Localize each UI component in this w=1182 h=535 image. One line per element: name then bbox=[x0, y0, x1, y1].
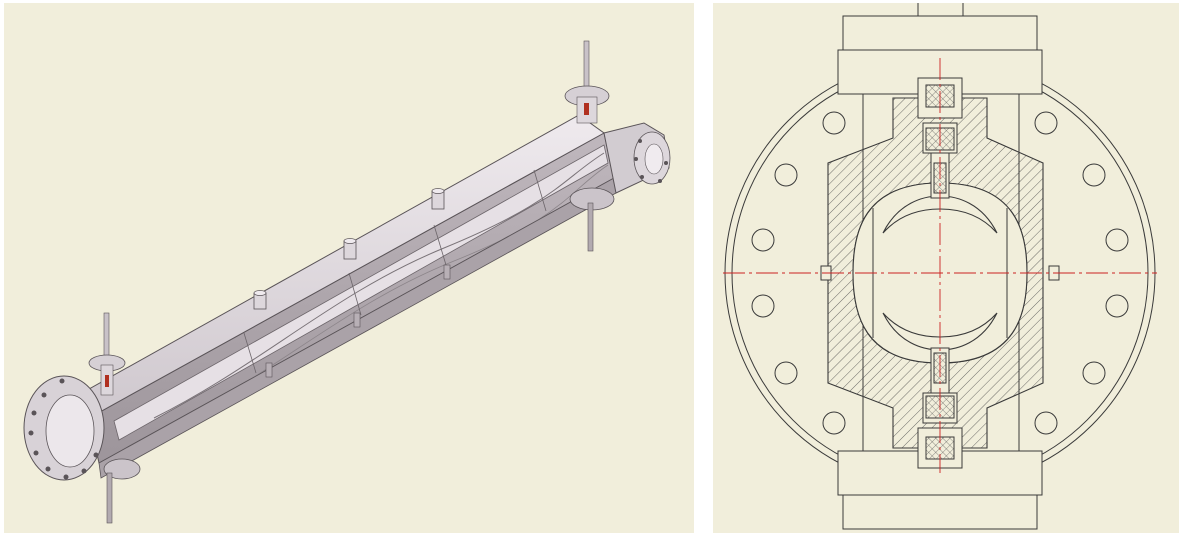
isometric-drawing bbox=[23, 40, 671, 524]
channel-curve bbox=[153, 152, 605, 419]
upper-electrode bbox=[882, 195, 998, 234]
right-top-adjuster bbox=[564, 40, 610, 124]
cross-section-drawing bbox=[723, 3, 1157, 530]
segment-joint bbox=[533, 169, 547, 212]
right-end-flange bbox=[603, 122, 671, 194]
support-post bbox=[353, 312, 361, 328]
bolt-holes bbox=[751, 111, 1129, 435]
isometric-view-panel bbox=[4, 3, 694, 533]
left-bottom-clamp bbox=[103, 458, 141, 524]
cross-section-panel bbox=[713, 3, 1179, 533]
main-body-top-face bbox=[63, 114, 605, 419]
segment-joint bbox=[243, 332, 257, 374]
right-bottom-clamp bbox=[569, 187, 615, 252]
support-post bbox=[265, 362, 273, 378]
left-end-flange bbox=[23, 375, 105, 481]
feedthrough bbox=[431, 188, 445, 210]
support-post bbox=[443, 264, 451, 280]
inner-channel bbox=[113, 144, 609, 441]
feedthrough bbox=[343, 238, 357, 260]
lower-electrode bbox=[882, 312, 998, 351]
segment-joint bbox=[348, 272, 362, 316]
lower-rail bbox=[98, 177, 617, 479]
segment-joint bbox=[433, 224, 447, 266]
left-top-adjuster bbox=[88, 312, 126, 396]
feedthrough bbox=[253, 290, 267, 310]
